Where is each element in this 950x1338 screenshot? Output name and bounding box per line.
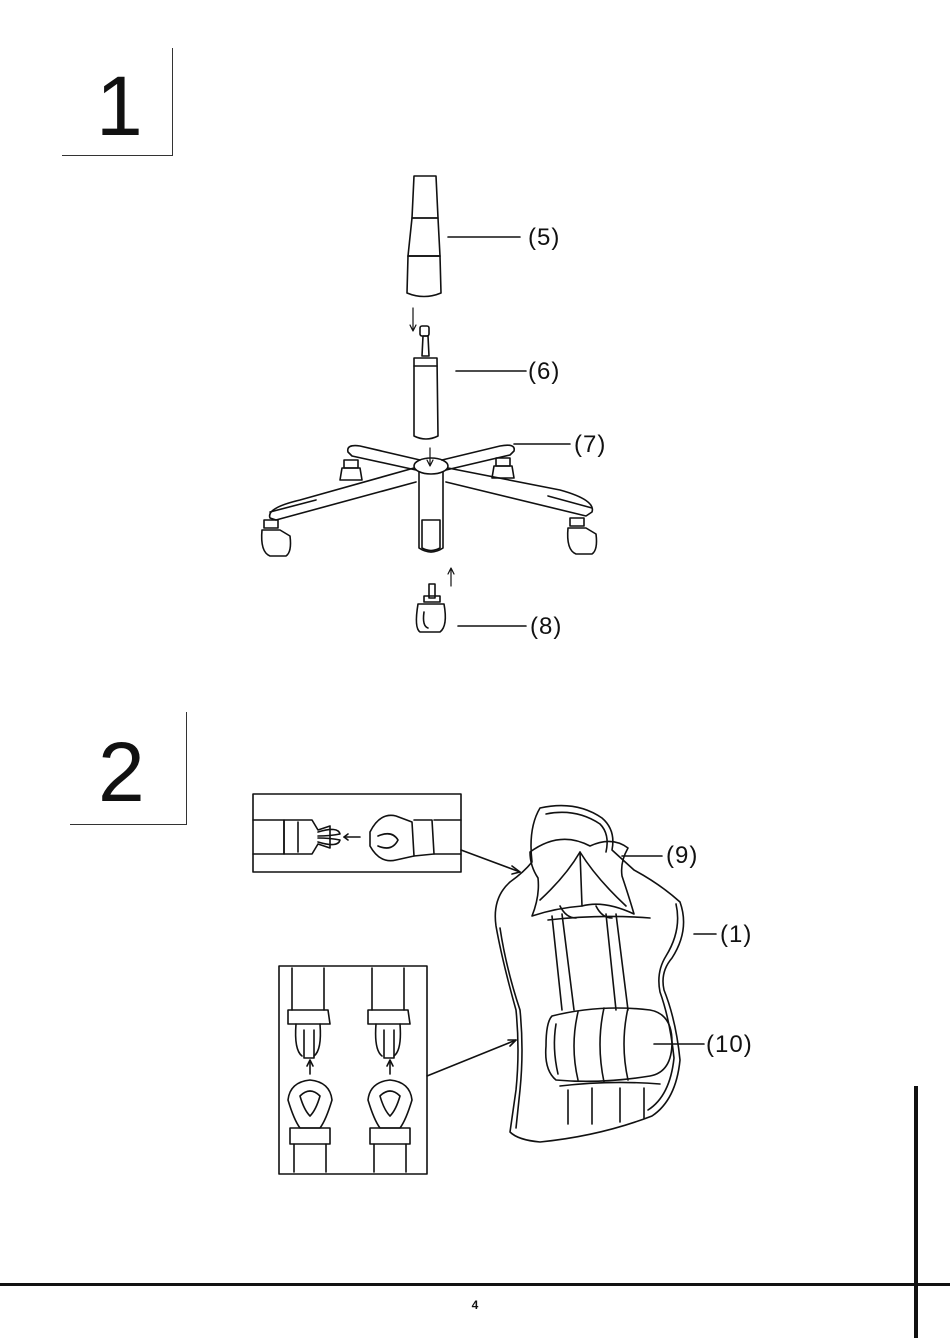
part-label-5: (5) (528, 224, 560, 252)
part-label-8: (8) (530, 613, 562, 641)
part-label-7: (7) (574, 431, 606, 459)
gas-lift-illustration (414, 326, 526, 439)
page-number: 4 (0, 1298, 950, 1312)
gas-lift-cover-illustration (407, 176, 520, 297)
part-label-9: (9) (666, 842, 698, 870)
caster-illustration (416, 584, 526, 632)
buckle-detail-top-inset (253, 794, 520, 874)
headrest-pillow-illustration (530, 839, 662, 1010)
lumbar-pillow-illustration (546, 1008, 704, 1082)
part-label-1: (1) (720, 921, 752, 949)
part-label-6: (6) (528, 358, 560, 386)
star-base-illustration (262, 444, 597, 556)
footer-rule (0, 1283, 950, 1286)
part-label-10: (10) (706, 1031, 753, 1059)
buckle-detail-bottom-inset (279, 966, 516, 1174)
arrow-down-illustration (410, 308, 416, 331)
